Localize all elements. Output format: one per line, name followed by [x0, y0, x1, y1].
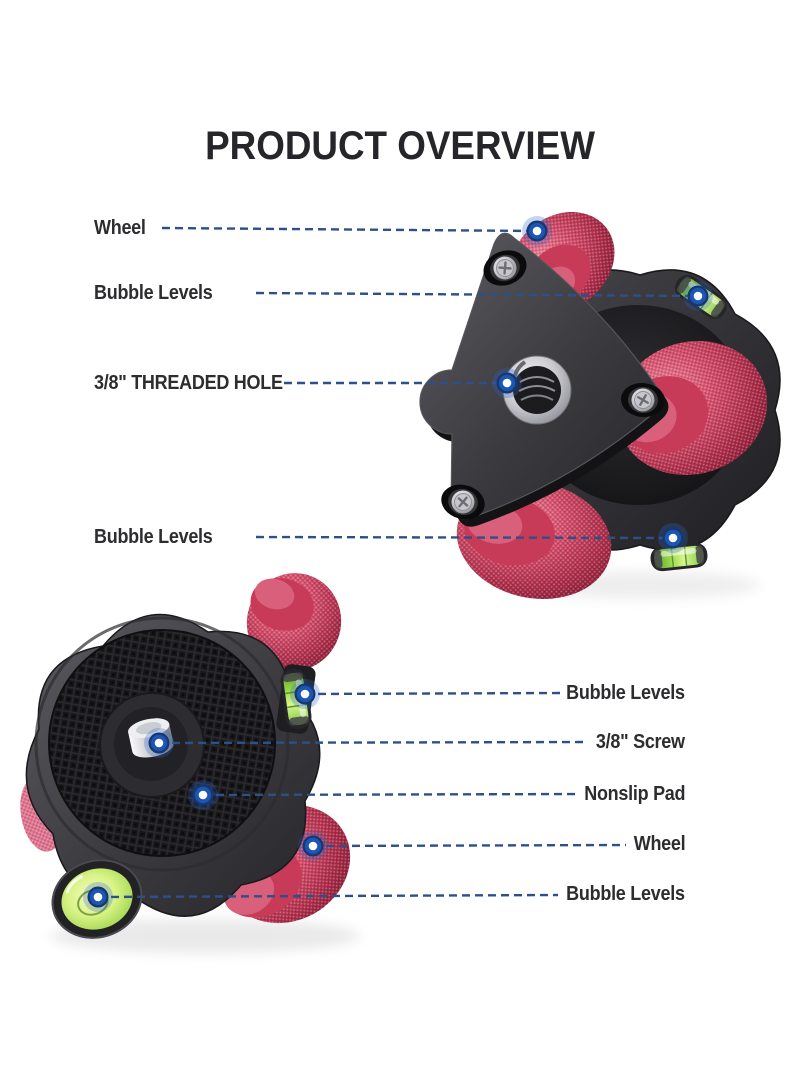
callout-dot-nonslip-pad: [188, 780, 218, 810]
callout-dot-threaded-hole: [492, 368, 522, 398]
callout-label-bubble-levels: Bubble Levels: [94, 282, 213, 304]
product-view-angled: [419, 211, 781, 600]
callout-dot-screw: [144, 728, 174, 758]
leader-line-bubble-levels: [304, 691, 561, 696]
callout-label-bubble-levels: Bubble Levels: [566, 682, 685, 704]
callout-lines: [97, 226, 699, 899]
callout-label-bubble-levels: Bubble Levels: [566, 883, 685, 905]
callout-dot-bubble-levels: [83, 882, 113, 912]
leader-line-bubble-levels: [255, 291, 699, 298]
callout-label-wheel: Wheel: [94, 217, 146, 239]
plate-bevel-ring: [34, 616, 290, 872]
callout-label-nonslip-pad: Nonslip Pad: [583, 783, 685, 805]
product-shadow: [50, 919, 360, 953]
leader-line-bubble-levels: [97, 893, 559, 899]
page-title: PRODUCT OVERVIEW: [205, 124, 595, 168]
wheel: [246, 573, 342, 671]
callout-label-screw: 3/8" Screw: [596, 731, 685, 753]
leader-line-nonslip-pad: [202, 792, 581, 797]
threaded-hole: [502, 355, 572, 425]
leader-line-wheel: [161, 226, 538, 233]
leader-line-screw: [158, 740, 587, 745]
callout-dot-wheel: [522, 216, 552, 246]
leader-line-wheel: [312, 843, 627, 848]
callout-label-threaded-hole: 3/8" THREADED HOLE: [94, 372, 283, 394]
callout-dot-bubble-levels: [683, 281, 713, 311]
callout-dot-bubble-levels: [290, 679, 320, 709]
callout-label-wheel: Wheel: [633, 833, 685, 855]
callout-dot-wheel: [298, 831, 328, 861]
callout-dot-bubble-levels: [658, 523, 688, 553]
leader-line-bubble-levels: [255, 535, 674, 540]
product-view-top: [20, 573, 360, 953]
callout-label-bubble-levels: Bubble Levels: [94, 526, 213, 548]
